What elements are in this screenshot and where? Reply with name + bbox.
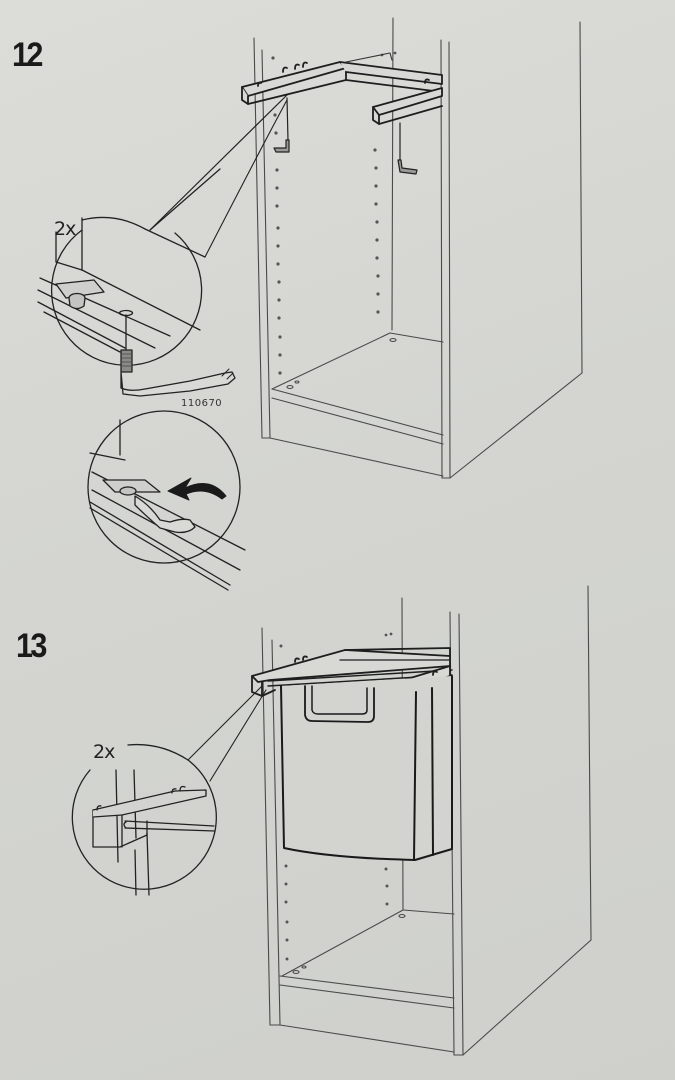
step-13-quantity: 2x [93, 741, 115, 763]
callout-rotate-detail [87, 410, 246, 591]
step-13-number: 13 [16, 627, 47, 665]
cabinet-12 [253, 17, 583, 479]
step-12-number: 12 [12, 36, 43, 74]
callout-rail-detail [71, 743, 217, 896]
step-12-quantity: 2x [54, 218, 76, 240]
rotate-arrow-icon [167, 477, 227, 501]
part-number-label: 110670 [181, 398, 223, 409]
hook-right [397, 122, 418, 175]
storage-bin [280, 675, 453, 861]
callout-hook-detail [37, 168, 236, 397]
pull-out-frame-12 [241, 61, 443, 125]
hook-left [273, 97, 290, 153]
